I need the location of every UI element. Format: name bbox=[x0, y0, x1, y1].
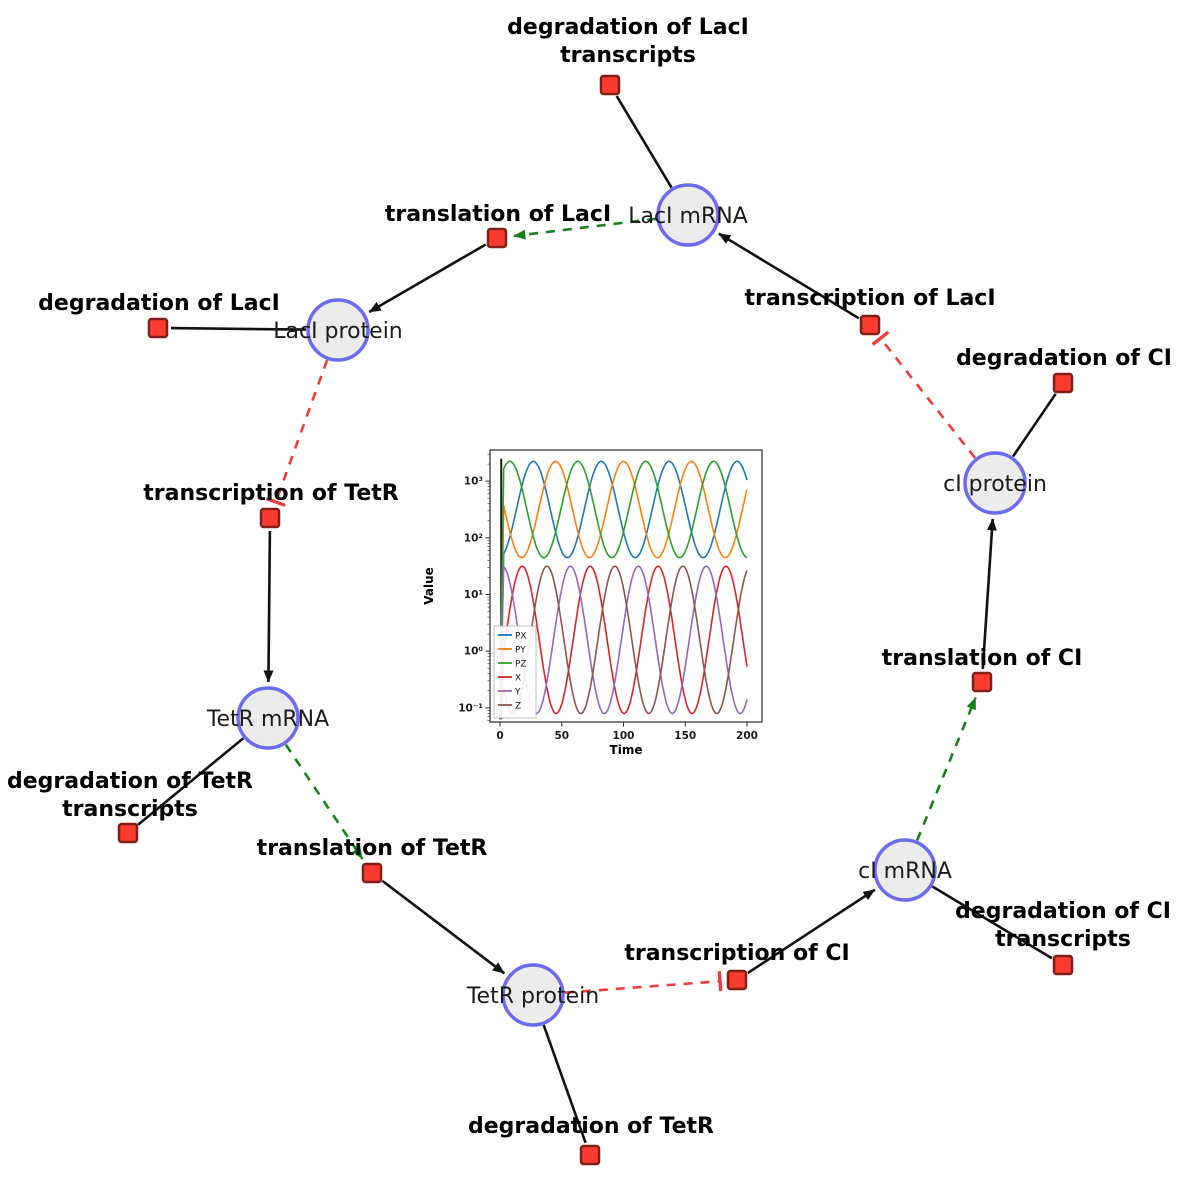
legend-label-PX: PX bbox=[515, 632, 527, 642]
reaction-label-translation-of-laci: translation of LacI bbox=[385, 202, 611, 227]
reaction-node-transcription-of-tetr[interactable] bbox=[259, 507, 281, 529]
chart-x-tick-label: 0 bbox=[496, 730, 503, 742]
reaction-node-degradation-of-ci-transcripts[interactable] bbox=[1052, 954, 1074, 976]
species-label-ci-protein: cI protein bbox=[943, 472, 1047, 497]
species-label-tetr-mrna: TetR mRNA bbox=[206, 707, 329, 732]
edge-production-translation-of-ci-to-ci-protein bbox=[981, 518, 997, 670]
species-label-tetr-protein: TetR protein bbox=[466, 984, 599, 1009]
chart-ylabel: Value bbox=[422, 567, 436, 605]
reaction-node-transcription-of-ci[interactable] bbox=[726, 969, 748, 991]
chart-x-tick-label: 200 bbox=[736, 730, 758, 742]
species-node-ci-mrna[interactable] bbox=[873, 838, 937, 902]
chart-x-tick-label: 50 bbox=[554, 730, 569, 742]
reaction-label-transcription-of-ci: transcription of CI bbox=[624, 941, 849, 966]
species-node-tetr-mrna[interactable] bbox=[236, 686, 300, 750]
reaction-node-degradation-of-laci-transcripts[interactable] bbox=[599, 74, 621, 96]
legend-label-PZ: PZ bbox=[515, 660, 527, 670]
nodes-layer bbox=[117, 74, 1074, 1166]
edge-consumption-tetr-mrna-to-degradation-of-tetr-transcripts bbox=[137, 737, 245, 826]
reaction-label-translation-of-tetr: translation of TetR bbox=[257, 836, 488, 861]
edges-layer bbox=[137, 95, 1057, 1144]
reaction-node-degradation-of-ci[interactable] bbox=[1052, 372, 1074, 394]
legend-label-PY: PY bbox=[515, 646, 526, 656]
chart-series-PZ bbox=[499, 460, 748, 720]
edge-inhibition-laci-protein-to-transcription-of-tetr bbox=[276, 359, 329, 502]
edge-consumption-laci-protein-to-degradation-of-laci bbox=[170, 326, 307, 331]
chart-series-Z bbox=[499, 565, 748, 720]
chart-y-tick-label: 10² bbox=[464, 532, 484, 544]
chart-xlabel: Time bbox=[610, 743, 643, 757]
legend-label-X: X bbox=[515, 674, 521, 684]
chart-series-PY bbox=[499, 460, 748, 720]
species-label-laci-protein: LacI protein bbox=[273, 319, 403, 344]
edge-production-transcription-of-ci-to-ci-mrna bbox=[747, 888, 876, 974]
species-node-laci-protein[interactable] bbox=[306, 298, 370, 362]
reaction-label-transcription-of-laci: transcription of LacI bbox=[744, 286, 995, 311]
chart-legend: PX PY PZ XYZ bbox=[493, 625, 537, 719]
reaction-node-translation-of-laci[interactable] bbox=[486, 227, 508, 249]
species-node-ci-protein[interactable] bbox=[963, 451, 1027, 515]
edge-consumption-tetr-protein-to-degradation-of-tetr bbox=[542, 1024, 587, 1144]
edge-modifier-tetr-mrna-to-translation-of-tetr bbox=[284, 743, 364, 860]
edge-consumption-ci-mrna-to-degradation-of-ci-transcripts bbox=[931, 885, 1053, 960]
chart-y-tick-label: 10³ bbox=[464, 476, 484, 488]
edge-production-translation-of-laci-to-laci-protein bbox=[368, 243, 487, 314]
edge-consumption-ci-protein-to-degradation-of-ci bbox=[1011, 393, 1057, 458]
chart-series-Y bbox=[499, 565, 748, 720]
species-label-ci-mrna: cI mRNA bbox=[858, 859, 952, 884]
edge-production-transcription-of-laci-to-laci-mrna bbox=[718, 232, 860, 320]
chart-y-tick-label: 10⁰ bbox=[464, 646, 484, 658]
edge-modifier-laci-mrna-to-translation-of-laci bbox=[513, 217, 657, 240]
legend-label-Z: Z bbox=[515, 702, 521, 712]
species-node-laci-mrna[interactable] bbox=[656, 183, 720, 247]
reaction-node-transcription-of-laci[interactable] bbox=[859, 314, 881, 336]
reaction-label-degradation-of-tetr: degradation of TetR bbox=[468, 1114, 714, 1139]
chart-frame bbox=[489, 449, 763, 723]
chart-legend-box bbox=[493, 625, 537, 719]
reaction-label-transcription-of-tetr: transcription of TetR bbox=[143, 481, 399, 506]
reaction-node-degradation-of-laci[interactable] bbox=[147, 317, 169, 339]
edge-inhibition-ci-protein-to-transcription-of-laci bbox=[881, 338, 977, 459]
edge-consumption-laci-mrna-to-degradation-of-laci-transcripts bbox=[615, 95, 673, 189]
reaction-label-translation-of-ci: translation of CI bbox=[882, 646, 1083, 671]
reaction-node-degradation-of-tetr[interactable] bbox=[579, 1144, 601, 1166]
reaction-node-translation-of-tetr[interactable] bbox=[361, 862, 383, 884]
reaction-label-degradation-of-laci: degradation of LacI bbox=[38, 291, 280, 316]
chart-series-X bbox=[499, 565, 748, 720]
reaction-label-degradation-of-ci: degradation of CI bbox=[956, 346, 1172, 371]
reaction-node-degradation-of-tetr-transcripts[interactable] bbox=[117, 822, 139, 844]
reaction-node-translation-of-ci[interactable] bbox=[971, 671, 993, 693]
species-node-tetr-protein[interactable] bbox=[501, 963, 565, 1027]
chart-y-tick-label: 10⁻¹ bbox=[458, 702, 483, 714]
legend-label-Y: Y bbox=[514, 688, 521, 698]
edge-production-translation-of-tetr-to-tetr-protein bbox=[381, 879, 506, 975]
species-label-laci-mrna: LacI mRNA bbox=[628, 204, 748, 229]
chart-x-tick-label: 100 bbox=[613, 730, 635, 742]
edge-modifier-ci-mrna-to-translation-of-ci bbox=[915, 697, 977, 841]
chart-x-tick-label: 150 bbox=[674, 730, 696, 742]
edge-production-transcription-of-tetr-to-tetr-mrna bbox=[263, 530, 274, 683]
edge-inhibition-tetr-protein-to-transcription-of-ci bbox=[564, 981, 720, 994]
chart-y-tick-label: 10¹ bbox=[464, 589, 484, 601]
